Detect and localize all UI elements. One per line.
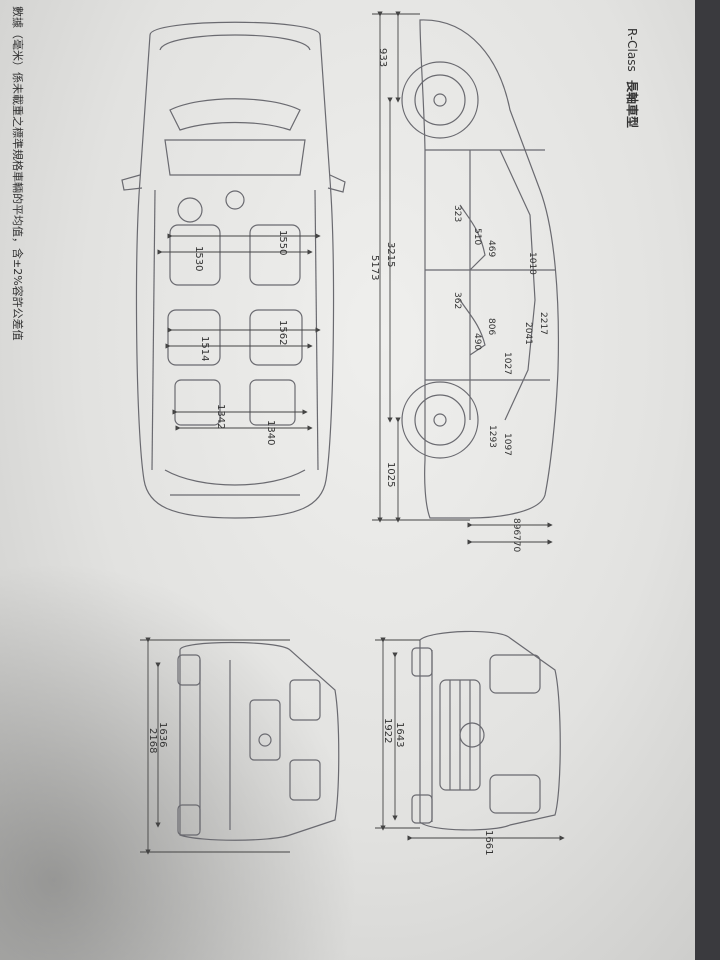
footnote: 數據（毫米）係未載重之標準規格車輛的平均值，含±2%容許公差值 — [11, 6, 25, 341]
front-track-outer: 1530 — [193, 246, 204, 271]
front-track: 1643 — [394, 722, 405, 747]
rear-overall-width: 2168 — [147, 728, 158, 753]
front-track-inner: 1550 — [277, 230, 288, 255]
rear-track: 1636 — [157, 722, 168, 747]
seat-dim-11: 1097 — [502, 433, 512, 456]
mid-width-2: 1514 — [199, 336, 210, 361]
wheelbase: 3215 — [385, 242, 396, 267]
seat-dim-2: 469 — [486, 240, 496, 257]
brochure-page — [0, 0, 695, 960]
top-view — [121, 21, 346, 519]
rear-width-2: 1340 — [265, 420, 276, 445]
rear-overhang: 1025 — [385, 462, 396, 487]
seat-dim-8: 2217 — [538, 312, 548, 335]
rear-height: 896 — [511, 518, 521, 535]
variant-label: 長軸車型 — [625, 80, 640, 128]
model-name: R-Class — [625, 28, 639, 72]
seat-dim-1: 323 — [452, 205, 462, 222]
overall-length: 5173 — [369, 255, 380, 280]
seat-dim-5: 362 — [452, 292, 462, 309]
rear-view-dimension-lines — [140, 637, 290, 855]
top-view-dimension-lines — [157, 233, 321, 431]
seat-dim-12: 1293 — [487, 425, 497, 448]
vehicle-height: 1661 — [483, 830, 494, 855]
seat-dim-7: 490 — [472, 333, 482, 350]
side-view — [401, 19, 560, 519]
rear-width-1: 1342 — [215, 404, 226, 429]
front-overall-width: 1922 — [382, 718, 393, 743]
mid-width-1: 1562 — [277, 320, 288, 345]
seat-dim-10: 1027 — [502, 352, 512, 375]
seat-dim-6: 806 — [486, 318, 496, 335]
front-view-dimension-lines — [375, 637, 565, 841]
seat-dim-9: 2041 — [523, 322, 533, 345]
seat-dim-4: 1010 — [527, 252, 537, 275]
side-view-dimension-lines — [372, 11, 553, 545]
front-view — [411, 630, 561, 831]
front-overhang: 933 — [377, 48, 388, 67]
seat-dim-3: 510 — [472, 228, 482, 245]
rear-height-total: 770 — [511, 535, 521, 552]
rear-view — [177, 641, 340, 841]
